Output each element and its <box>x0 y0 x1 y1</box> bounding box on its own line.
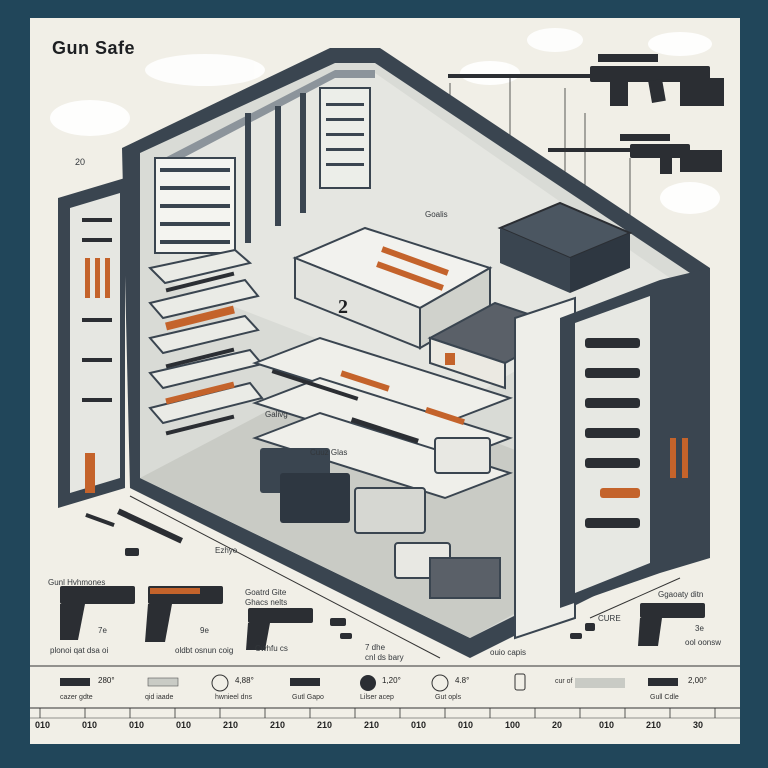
legend-label-7: cur of <box>555 678 573 685</box>
ruler-tick-label: 210 <box>646 720 662 730</box>
pistol3-caption-a: Goatrd Gite <box>245 588 287 597</box>
ruler-tick-label: 010 <box>82 720 98 730</box>
legend-label-6: Gut opls <box>435 694 462 701</box>
storage-bin <box>497 201 633 293</box>
legend-label-1: cazer gdte <box>60 694 93 701</box>
ruler-tick-label: 210 <box>223 720 239 730</box>
floor-label-mid: 7 dhe <box>365 643 386 652</box>
center-tray <box>292 226 493 350</box>
pistol4-caption-c: ool oonsw <box>685 638 722 647</box>
ruler-tick-label: 210 <box>317 720 333 730</box>
ruler-tick-label: 210 <box>364 720 380 730</box>
top-left-mark: 20 <box>75 157 86 167</box>
ruler-tick-label: 010 <box>129 720 145 730</box>
rifle-middle <box>548 134 722 174</box>
right-door <box>514 268 710 640</box>
legend-value-8: 2,00° <box>688 676 707 685</box>
legend-label-5: Lilser acep <box>360 694 394 701</box>
ruler <box>30 665 740 719</box>
ruler-tick-label: 210 <box>270 720 286 730</box>
ruler-tick-label: 20 <box>552 720 563 730</box>
rifle-top <box>448 54 724 106</box>
tray-number: 2 <box>338 296 348 318</box>
pistol-2 <box>145 586 223 642</box>
ruler-tick-label: 100 <box>505 720 521 730</box>
loose-accessories <box>85 508 595 639</box>
floor-cases <box>260 437 501 599</box>
legend-value-6: 4.8° <box>455 676 470 685</box>
pistol3-caption-b: Ghacs nelts <box>245 598 288 607</box>
ruler-tick-label: 30 <box>693 720 704 730</box>
shelf-label-3: Goalis <box>425 210 448 219</box>
pistol4-caption-a: Ggaoaty ditn <box>658 590 704 599</box>
ruler-tick-label: 010 <box>411 720 427 730</box>
legend-label-4: Gutl Gapo <box>292 694 324 701</box>
dimension-lines <box>129 495 681 659</box>
ruler-tick-label: 010 <box>458 720 474 730</box>
pistol-1 <box>60 586 135 640</box>
middle-shelves <box>251 336 514 500</box>
pistol-3 <box>246 608 313 650</box>
legend-swatches <box>60 673 678 692</box>
diagram-sheet: Gun Safe <box>30 18 740 744</box>
legend-label-8: Gull Cdle <box>650 694 679 701</box>
pistol-4 <box>638 603 705 646</box>
legend-value-5: 1,20° <box>382 676 401 685</box>
back-racks <box>245 87 371 243</box>
cloud-blobs <box>50 28 720 214</box>
pistol1-caption-b: plonoi qat dsa oi <box>50 646 109 655</box>
pistol2-caption-a: 9e <box>200 626 209 635</box>
ruler-tick-label: 010 <box>176 720 192 730</box>
pistol1-caption-a: 7e <box>98 626 107 635</box>
page-title: Gun Safe <box>52 38 136 58</box>
legend-label-3: hwnieel dns <box>215 694 252 701</box>
shelf-label-1: Galivg <box>265 410 288 419</box>
pistol2-caption-b: oldbt osnun coig <box>175 646 234 655</box>
legend-label-2: qid iaade <box>145 694 174 701</box>
floor-label-mid2: cnl ds bary <box>365 653 404 662</box>
legend-value-1: 280° <box>98 676 115 685</box>
pistol4-caption-b: 3e <box>695 624 704 633</box>
floor-label-far-right: CURE <box>598 614 621 623</box>
ruler-tick-label: 010 <box>35 720 51 730</box>
left-section-heading: Gunl Hvhmones <box>48 578 106 587</box>
ruler-ticks <box>39 708 716 718</box>
ruler-tick-label: 010 <box>599 720 615 730</box>
gun-safe-illustration: 2 <box>30 28 740 719</box>
pistol3-caption-c: Cwhfu cs <box>255 644 288 653</box>
floor-label-left: Ezhye <box>215 546 238 555</box>
floor-label-right: ouio capis <box>490 648 527 657</box>
left-door <box>58 178 125 508</box>
shelf-label-2: Cuuz Glas <box>310 448 348 457</box>
legend-value-3: 4,88° <box>235 676 254 685</box>
